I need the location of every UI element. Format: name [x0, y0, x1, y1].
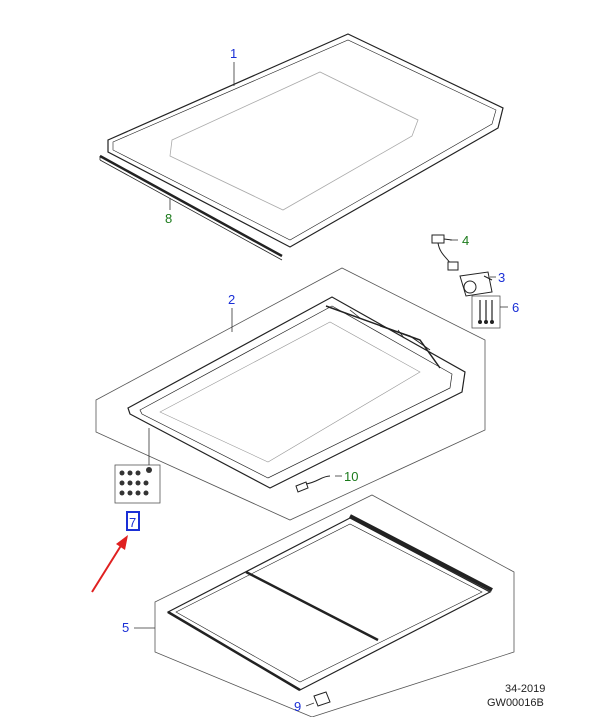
- callout-9: 9: [294, 699, 301, 714]
- seal-strip: [99, 154, 283, 261]
- cable-clip: [295, 475, 331, 493]
- sunshade-clip: [313, 691, 331, 707]
- sunshade-outline: [154, 494, 515, 717]
- callout-6: 6: [512, 300, 519, 315]
- reference-code: 34-2019: [505, 683, 545, 695]
- callout-10: 10: [344, 469, 358, 484]
- callout-5: 5: [122, 620, 129, 635]
- red-arrow: [91, 535, 128, 593]
- callout-8: 8: [165, 211, 172, 226]
- roof-glass-panel: [107, 33, 504, 248]
- callout-3: 3: [498, 270, 505, 285]
- screw-set: [471, 295, 501, 329]
- sunshade: [166, 514, 493, 692]
- frame-subassembly-outline: [95, 267, 486, 521]
- sunroof-frame: [127, 296, 466, 489]
- nut-kit: [114, 464, 161, 504]
- sunroof-motor: [459, 271, 493, 297]
- callout-7: 7: [129, 515, 136, 530]
- callout-4: 4: [462, 233, 469, 248]
- callout-7-highlight: [126, 511, 140, 531]
- wiring-harness: [431, 234, 459, 271]
- callout-2: 2: [228, 292, 235, 307]
- reference-id: GW00016B: [487, 697, 544, 709]
- leader-lines: [134, 62, 508, 707]
- callout-1: 1: [230, 46, 237, 61]
